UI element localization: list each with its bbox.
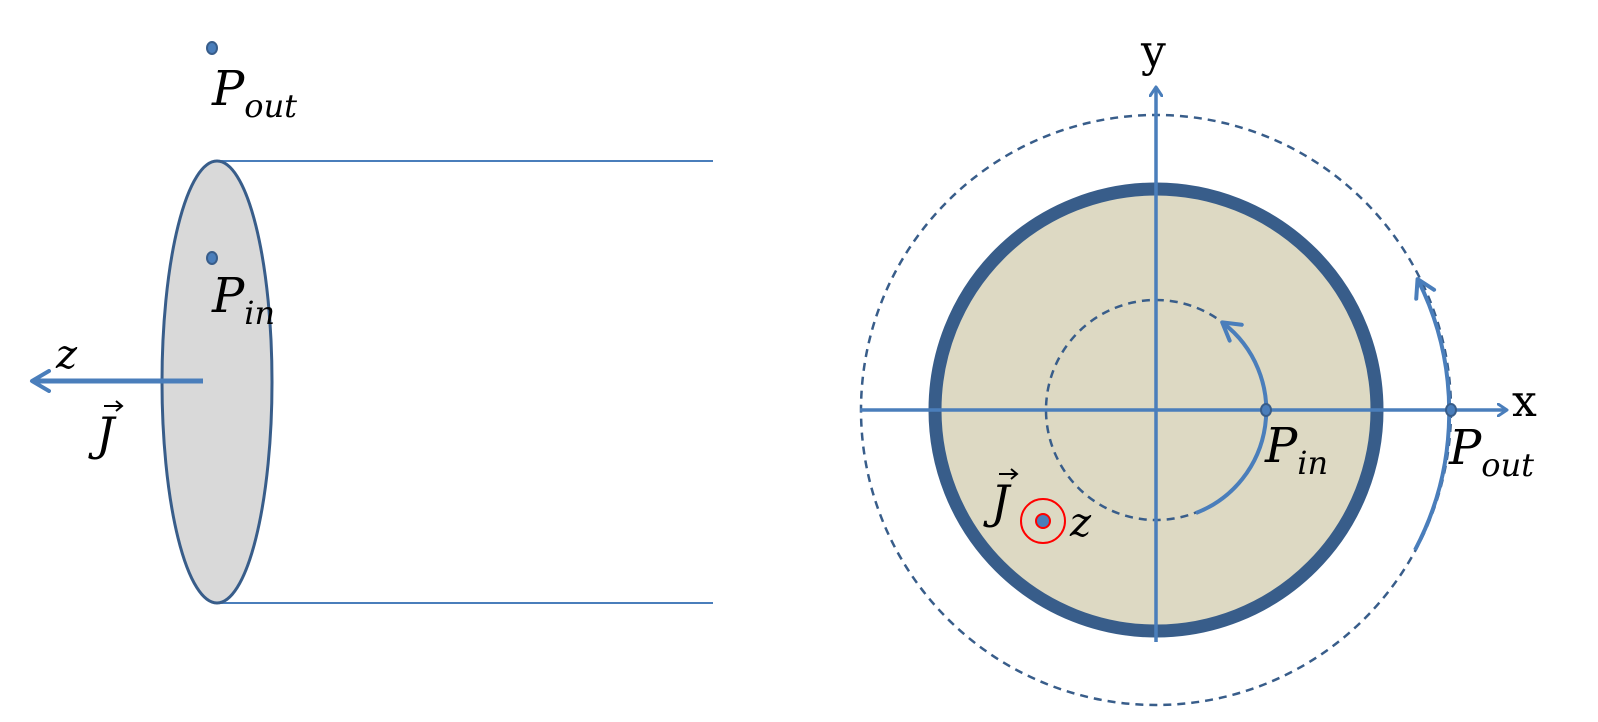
label-p-out-xsec-sub: out [1481, 446, 1534, 484]
outer-circulation-arrow [1413, 277, 1452, 551]
label-z-xsec: z [1069, 500, 1092, 546]
point-p-in-marker-xsec [1260, 403, 1272, 417]
label-p-in-xsec: Pin [1264, 418, 1328, 482]
label-y-axis: y [1140, 26, 1166, 77]
label-p-in-main: P [211, 268, 245, 324]
label-p-in-sub: in [244, 294, 275, 332]
point-p-out-marker [206, 41, 218, 55]
label-p-in: Pin [211, 268, 275, 332]
cylinder-cross-section: y x Pin Pout J z [859, 26, 1537, 707]
label-current-density: J [88, 407, 117, 461]
label-p-out-xsec-main: P [1448, 420, 1482, 476]
vector-arrow-icon [999, 468, 1019, 480]
point-p-out-marker-xsec [1445, 403, 1457, 417]
inner-circulation-arrow [1195, 320, 1269, 515]
label-p-in-xsec-sub: in [1297, 444, 1328, 482]
label-p-out-xsec: Pout [1448, 420, 1534, 484]
label-z-axis: z [55, 332, 78, 378]
vector-arrow-icon [104, 400, 124, 412]
label-p-out: Pout [211, 61, 297, 125]
out-of-page-current-icon [1020, 498, 1066, 544]
point-p-in-marker [206, 251, 218, 265]
label-p-out-main: P [211, 61, 245, 117]
label-p-in-xsec-main: P [1264, 418, 1298, 474]
label-x-axis: x [1512, 376, 1537, 427]
label-p-out-sub: out [244, 87, 297, 125]
cylinder-side-view: Pout Pin z J [30, 41, 713, 605]
